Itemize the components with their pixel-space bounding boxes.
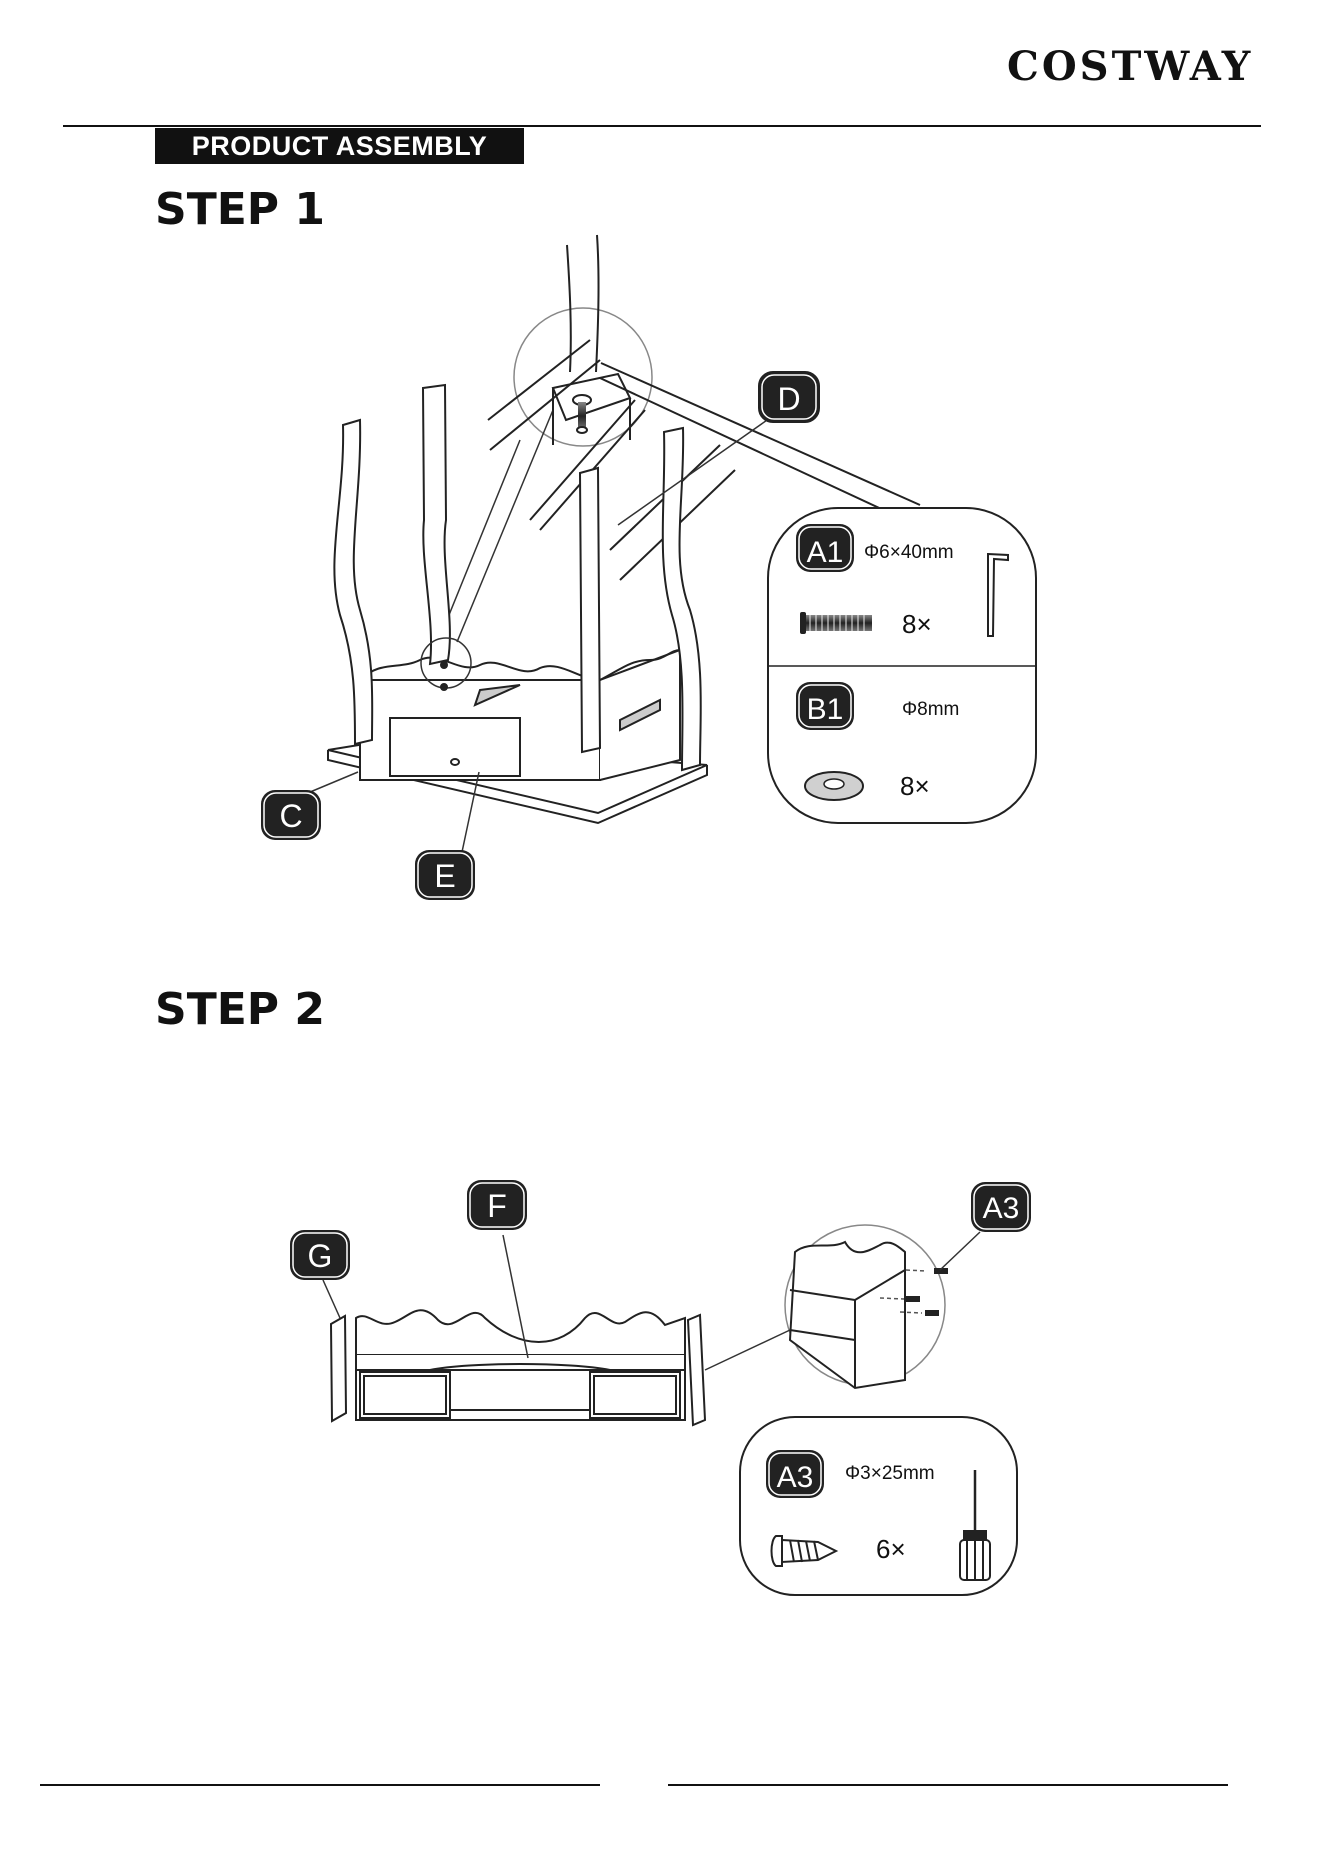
step2-hardware-box: A3 Φ3×25mm 6× [740,1417,1017,1595]
label-C-text: C [279,798,302,834]
detail-screws [906,1268,948,1316]
footer-rule-left [40,1784,600,1786]
hardware-B1-qty: 8× [900,771,930,801]
hardware-A3-spec: Φ3×25mm [845,1463,935,1484]
hardware-A3-qty: 6× [876,1534,906,1564]
label-G-text: G [308,1238,333,1274]
step2-label-F: F [467,1180,527,1230]
label-D-text: D [777,381,800,417]
hardware-A1-qty: 8× [902,609,932,639]
step1-label-E: E [415,850,475,900]
hardware-B1-code: B1 [807,693,844,726]
footer-rule-right [668,1784,1228,1786]
label-F-text: F [487,1188,507,1224]
hardware-B1-spec: Φ8mm [902,699,959,720]
step2-label-G: G [290,1230,350,1280]
label-E-text: E [434,858,455,894]
label-A3-text: A3 [983,1192,1020,1225]
step2-diagram [323,1225,980,1425]
hardware-A3-code: A3 [777,1461,814,1494]
step1-label-D: D [759,372,819,422]
step2-label-A3: A3 [971,1182,1031,1232]
bolt-icon [800,612,872,634]
step1-hardware-box: A1 Φ6×40mm 8× B1 Φ8mm 8× [768,508,1036,823]
hardware-A1-spec: Φ6×40mm [864,542,954,563]
washer-icon [805,772,863,800]
hardware-A1-code: A1 [807,536,844,569]
step1-label-C: C [261,790,321,840]
